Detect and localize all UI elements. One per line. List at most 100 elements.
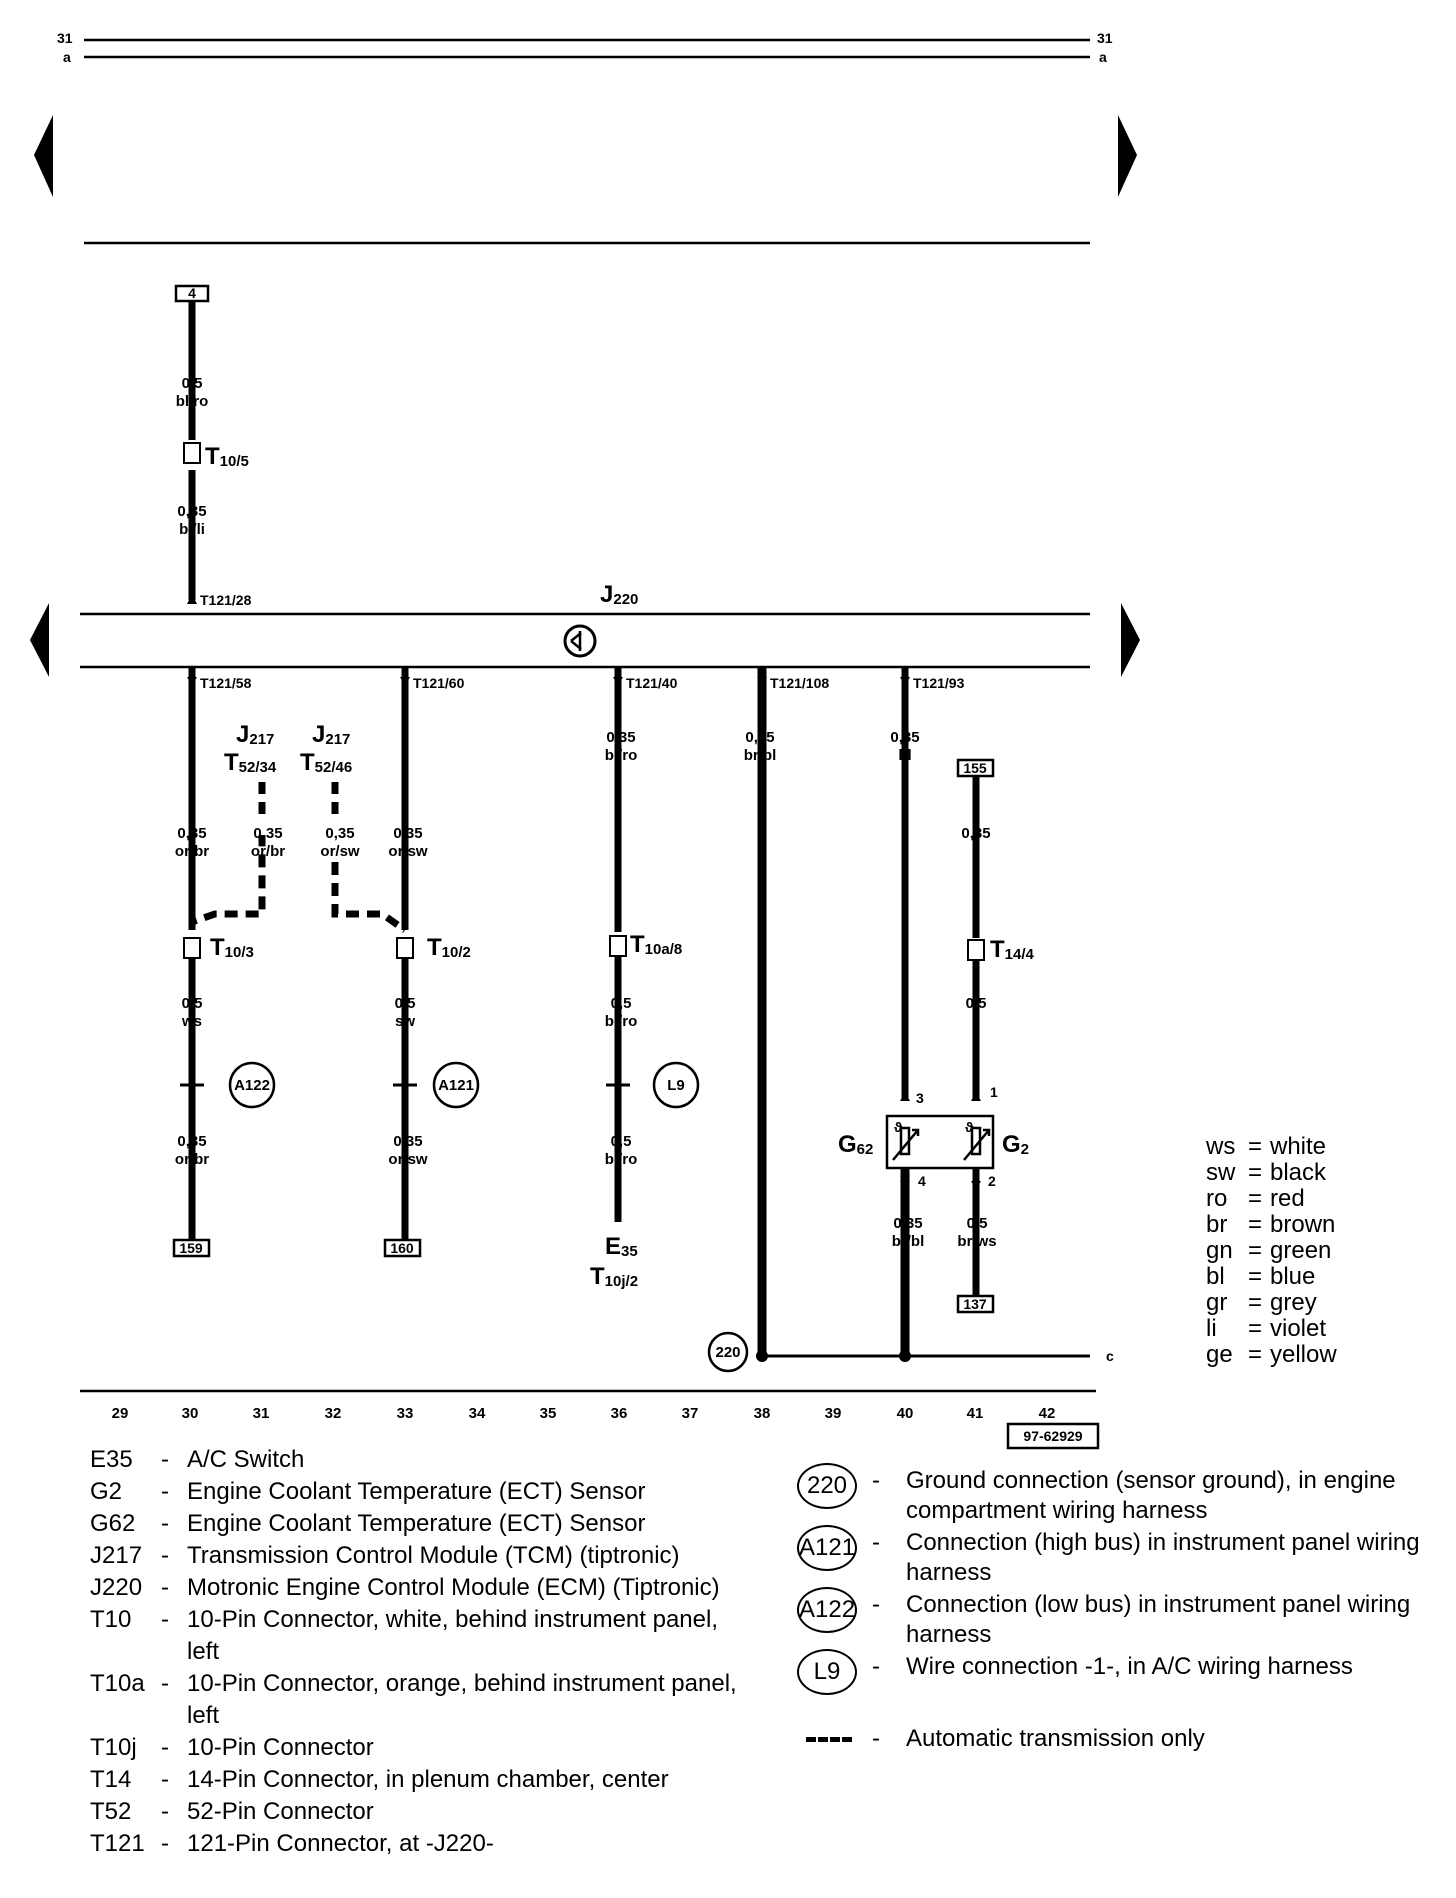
svg-text:T121/108: T121/108 — [770, 675, 829, 691]
legend-code: E35 — [90, 1446, 133, 1473]
wire-color: or/sw — [388, 843, 428, 860]
svg-text:T121/40: T121/40 — [626, 675, 678, 691]
legend-dash: - — [161, 1798, 169, 1825]
ref-right-sub: a — [1099, 49, 1107, 65]
next-page-arrow-icon[interactable] — [1118, 115, 1137, 197]
color-name: grey — [1270, 1289, 1317, 1316]
e35-label: E35 — [605, 1233, 638, 1260]
color-code-row: bl=blue — [1206, 1264, 1337, 1290]
legend-code: T14 — [90, 1766, 132, 1793]
terminal-box-159 — [172, 1238, 211, 1258]
symbol-legend: 220-Ground connection (sensor ground), i… — [797, 1463, 1448, 1766]
legend-dash: - — [161, 1830, 169, 1857]
legend-dash: - — [161, 1574, 169, 1601]
wire-color: br/ws — [957, 1233, 996, 1250]
wire-color: bl/ro — [176, 393, 209, 410]
connector-t10-2: T10/2 — [427, 934, 471, 961]
legend-dash: - — [161, 1606, 169, 1633]
legend-dash: - — [872, 1591, 880, 1618]
legend-row: J217-Transmission Control Module (TCM) (… — [90, 1540, 750, 1572]
wire-color: br/bl — [892, 1233, 925, 1250]
prev-page-arrow-icon-2[interactable] — [30, 603, 49, 677]
pin-arrow-icon — [900, 1092, 910, 1101]
legend-row: T10j-10-Pin Connector — [90, 1732, 750, 1764]
wire-color: bl/ro — [605, 1013, 638, 1030]
color-name: brown — [1270, 1211, 1336, 1238]
wire-color: li — [972, 843, 980, 860]
wire-size: 0,35 — [177, 503, 206, 520]
equals-sign: = — [1248, 1185, 1263, 1212]
equals-sign: = — [1248, 1315, 1263, 1342]
wire-color: or/br — [175, 843, 209, 860]
prev-page-arrow-icon[interactable] — [34, 115, 53, 197]
legend-dash: - — [872, 1725, 880, 1752]
color-name: black — [1270, 1159, 1327, 1186]
legend-desc: Connection (low bus) in instrument panel… — [906, 1591, 1411, 1648]
dashed-wire-j217-34 — [188, 835, 266, 930]
legend-desc: 14-Pin Connector, in plenum chamber, cen… — [187, 1766, 669, 1793]
connector-t10a-8-icon — [609, 935, 627, 957]
legend-desc: 121-Pin Connector, at -J220- — [187, 1830, 494, 1857]
svg-text:T121/58: T121/58 — [200, 675, 252, 691]
equals-sign: = — [1248, 1237, 1263, 1264]
j217-a-label: J217 — [236, 721, 274, 748]
figure-id: 97-62929 — [1023, 1428, 1082, 1444]
terminal-box-137 — [956, 1294, 995, 1314]
ground-220-icon — [707, 1331, 749, 1373]
connector-t10-3: T10/3 — [210, 934, 254, 961]
wire-size: 0,5 — [395, 995, 416, 1012]
legend-row: T121-121-Pin Connector, at -J220- — [90, 1828, 750, 1860]
ground-junction — [899, 1350, 911, 1362]
splice-a121: A121 — [438, 1077, 474, 1094]
legend-desc: Automatic transmission only — [906, 1725, 1205, 1752]
equals-sign: = — [1248, 1289, 1263, 1316]
wire-size: 0,35 — [177, 825, 206, 842]
legend-code: T10a — [90, 1670, 145, 1697]
terminal-box-160 — [383, 1238, 422, 1258]
legend-dash: - — [872, 1653, 880, 1680]
wire-size: 0,5 — [967, 1215, 988, 1232]
color-name: red — [1270, 1185, 1305, 1212]
legend-row: E35-A/C Switch — [90, 1444, 750, 1476]
color-code: ro — [1206, 1185, 1228, 1212]
wire-color: bl/li — [179, 521, 205, 538]
legend-dash: - — [872, 1467, 880, 1494]
column-number: 40 — [897, 1405, 914, 1422]
next-page-arrow-icon-2[interactable] — [1121, 603, 1140, 677]
column-number: 42 — [1039, 1405, 1056, 1422]
equals-sign: = — [1248, 1133, 1263, 1160]
g62-pin-3: 3 — [916, 1090, 924, 1106]
pin-arrow-icon — [971, 1181, 981, 1190]
legend-desc: Motronic Engine Control Module (ECM) (Ti… — [187, 1574, 720, 1601]
pin-arrow-icon — [187, 594, 197, 604]
wire-size: 0,5 — [611, 995, 632, 1012]
color-code: gr — [1206, 1289, 1228, 1316]
legend-row: G2-Engine Coolant Temperature (ECT) Sens… — [90, 1476, 750, 1508]
wire-size: 0,35 — [893, 1215, 922, 1232]
j220-pins: T121/58 T121/60 T121/40 T121/108 T121/93 — [187, 675, 965, 691]
wire-color: sw — [395, 1013, 415, 1030]
figure-id-box — [1006, 1422, 1100, 1450]
color-code-row: sw=black — [1206, 1160, 1337, 1186]
column-number: 30 — [182, 1405, 199, 1422]
wire-color: li — [972, 1013, 980, 1030]
wire-size: 0,35 — [393, 825, 422, 842]
equals-sign: = — [1248, 1211, 1263, 1238]
color-code: ge — [1206, 1341, 1233, 1368]
legend-desc: Ground connection (sensor ground), in en… — [906, 1467, 1396, 1524]
g62-pin-4: 4 — [918, 1173, 926, 1189]
terminal-160: 160 — [390, 1240, 414, 1256]
legend-row: G62-Engine Coolant Temperature (ECT) Sen… — [90, 1508, 750, 1540]
wire-color: or/sw — [388, 1151, 428, 1168]
legend-row: T10-10-Pin Connector, white, behind inst… — [90, 1604, 750, 1668]
wire-size: 0,35 — [253, 825, 282, 842]
g2-label: G2 — [1002, 1131, 1029, 1158]
wire-color: or/sw — [320, 843, 360, 860]
pin-t121-28: T121/28 — [200, 592, 252, 608]
splice-symbol-icon: A121 — [797, 1525, 857, 1571]
ect-sensor-box — [885, 1114, 995, 1170]
color-name: green — [1270, 1237, 1332, 1264]
j217-b-label: J217 — [312, 721, 350, 748]
